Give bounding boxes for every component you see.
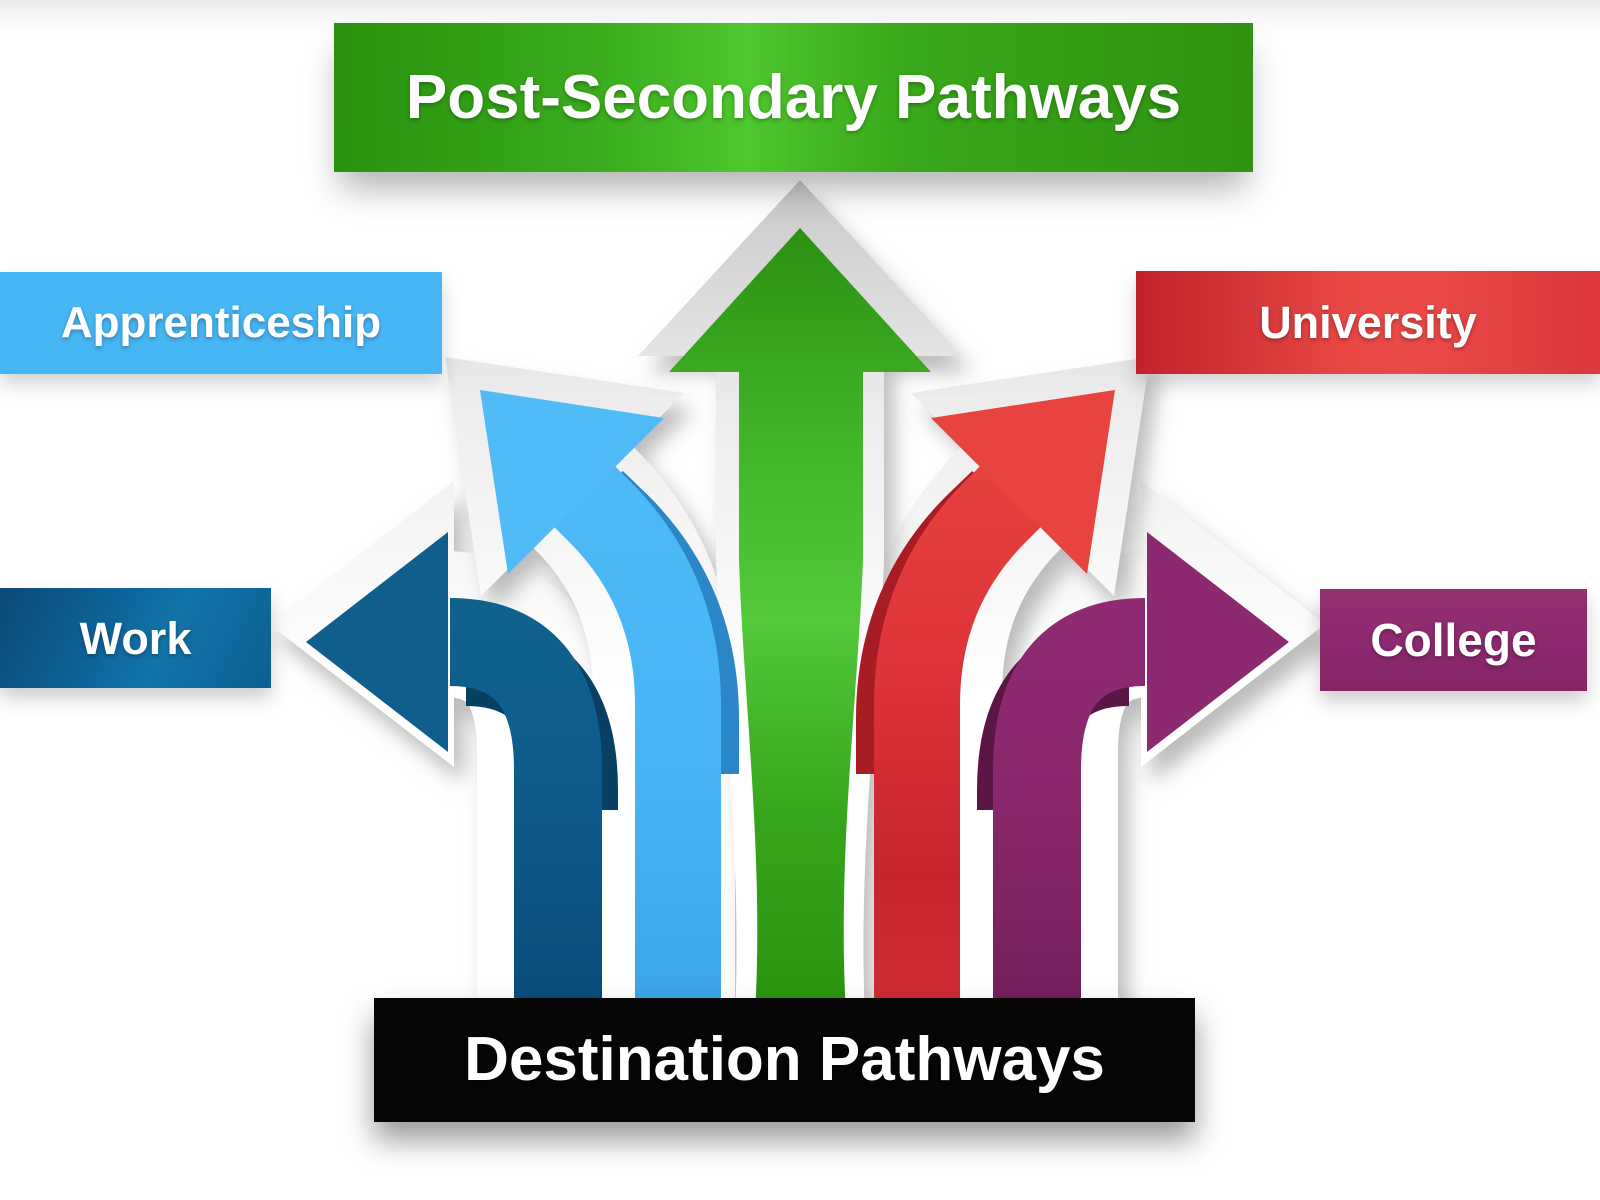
center-arrow <box>669 228 931 1014</box>
banner-work-label: Work <box>79 612 192 664</box>
university-arrow <box>856 390 1115 1014</box>
apprenticeship-arrow-stem <box>552 464 721 1014</box>
college-arrow-stem <box>993 598 1147 1014</box>
work-arrow <box>306 532 618 1014</box>
apprenticeship-arrow-head <box>480 390 664 574</box>
work-arrow-stem <box>448 598 602 1014</box>
banner-apprenticeship: Apprenticeship <box>0 272 442 374</box>
banner-destination-pathways-label: Destination Pathways <box>464 1025 1105 1094</box>
college-arrow-head <box>1147 532 1289 752</box>
banner-college: College <box>1320 589 1587 691</box>
college-arrow <box>977 532 1289 1014</box>
university-arrow-stem <box>874 464 1043 1014</box>
banner-work: Work <box>0 588 271 688</box>
banner-post-secondary-pathways-label: Post-Secondary Pathways <box>405 62 1182 132</box>
university-arrow-head <box>931 390 1115 574</box>
work-arrow-head <box>306 532 448 752</box>
banner-university-label: University <box>1259 297 1477 348</box>
banner-destination-pathways: Destination Pathways <box>374 998 1195 1122</box>
center-arrow-shape <box>669 228 931 1014</box>
apprenticeship-arrow <box>480 390 739 1014</box>
banner-university: University <box>1136 271 1600 374</box>
banner-apprenticeship-label: Apprenticeship <box>60 298 382 347</box>
banner-college-label: College <box>1370 614 1537 666</box>
banner-post-secondary-pathways: Post-Secondary Pathways <box>334 23 1253 172</box>
